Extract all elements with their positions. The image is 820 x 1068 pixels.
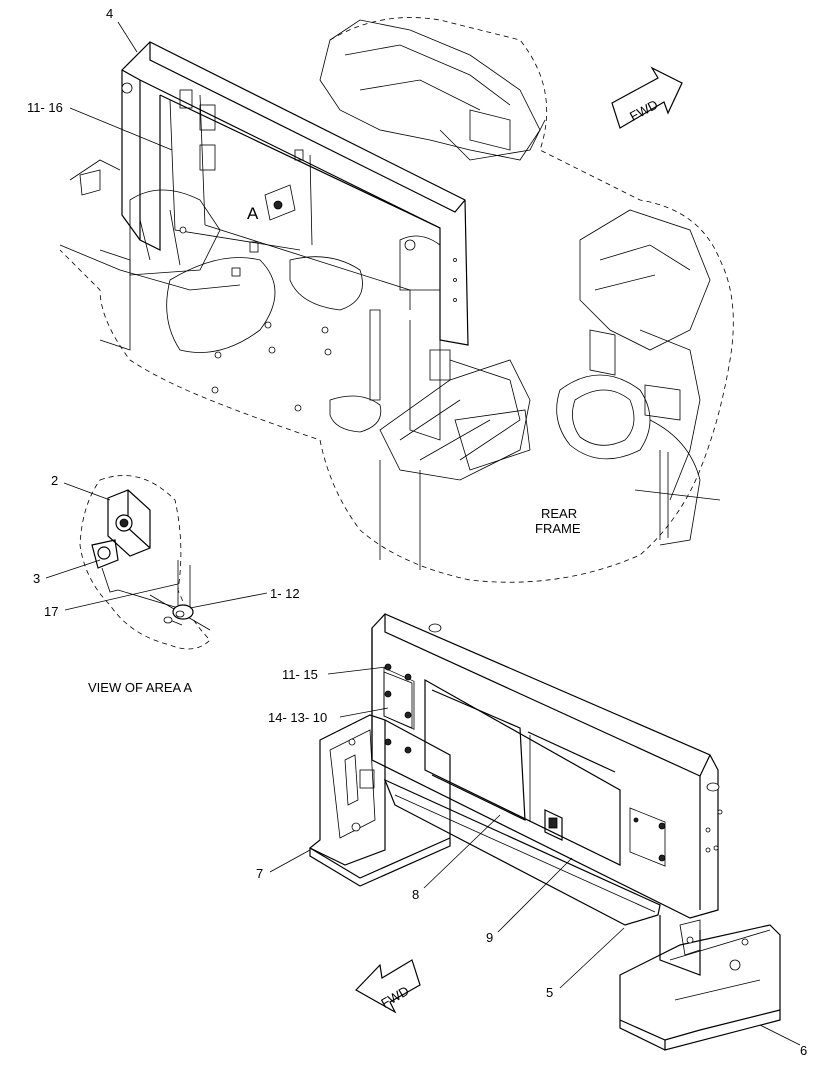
callout-7: 7 bbox=[256, 866, 263, 881]
callout-17: 17 bbox=[44, 604, 58, 619]
fwd-label-bottom: FWD bbox=[378, 983, 411, 1011]
area-a-detail bbox=[79, 475, 211, 650]
fwd-arrow-bottom: FWD bbox=[355, 959, 421, 1014]
callout-a: A bbox=[247, 204, 259, 223]
callout-8: 8 bbox=[412, 887, 419, 902]
callout-6: 6 bbox=[800, 1043, 807, 1058]
rear-frame-label-line2: FRAME bbox=[535, 521, 581, 536]
fwd-arrow-top: FWD bbox=[611, 66, 683, 129]
callout-1-12: 1- 12 bbox=[270, 586, 300, 601]
callout-9: 9 bbox=[486, 930, 493, 945]
view-of-area-a-label: VIEW OF AREA A bbox=[88, 680, 192, 695]
callout-3: 3 bbox=[33, 571, 40, 586]
top-bumper-assembly bbox=[59, 41, 531, 471]
rear-frame-outline bbox=[59, 17, 734, 583]
callout-4: 4 bbox=[106, 6, 113, 21]
bottom-bumper-assembly bbox=[308, 613, 781, 1051]
fwd-label-top: FWD bbox=[627, 97, 660, 124]
callout-14-13-10: 14- 13- 10 bbox=[268, 710, 327, 725]
callout-2: 2 bbox=[51, 473, 58, 488]
callout-11-16: 11- 16 bbox=[27, 100, 63, 115]
callout-5: 5 bbox=[546, 985, 553, 1000]
rear-frame-label-line1: REAR bbox=[541, 506, 577, 521]
callout-11-15: 11- 15 bbox=[282, 667, 318, 682]
leader-lines bbox=[45, 21, 801, 1046]
